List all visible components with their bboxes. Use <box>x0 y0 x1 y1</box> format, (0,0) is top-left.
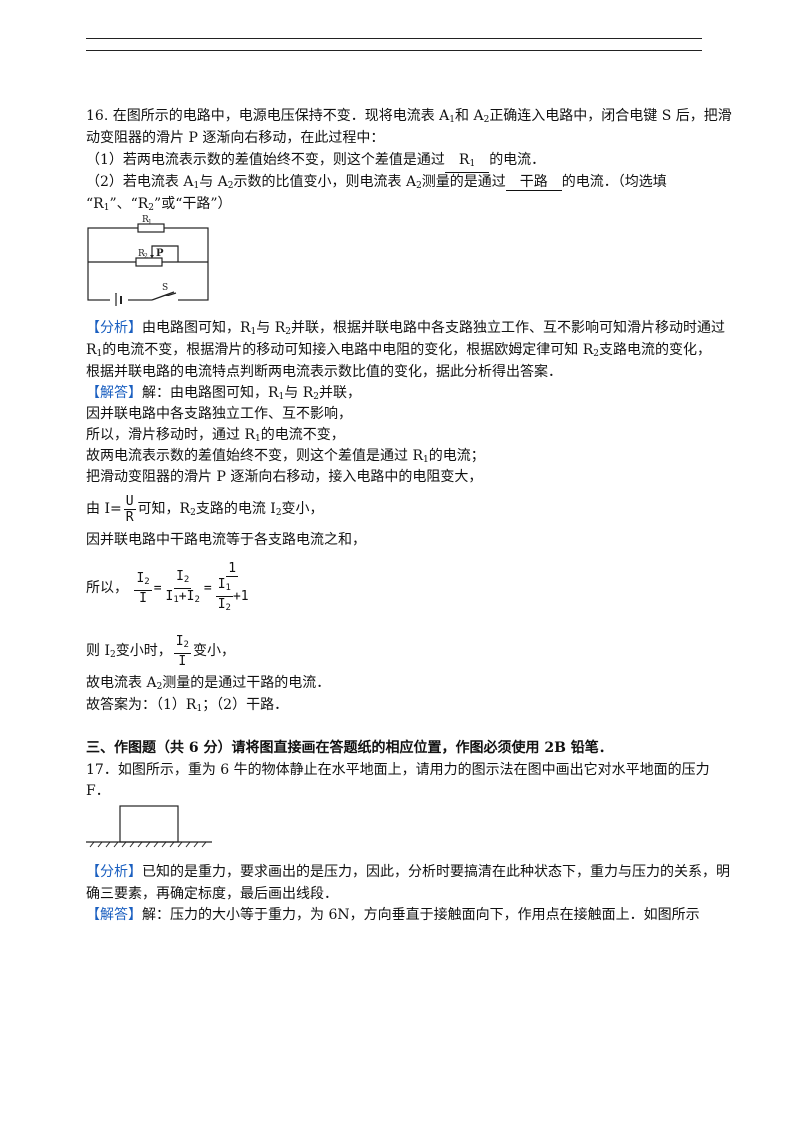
analysis-tag: 【分析】 <box>86 864 142 880</box>
block-on-ground-diagram <box>86 805 212 848</box>
svg-text:1: 1 <box>148 219 152 226</box>
answer16-line7: 因并联电路中干路电流等于各支路电流之和， <box>86 532 366 548</box>
circuit-label-r2: R <box>138 249 145 259</box>
header-rule-top <box>86 38 702 39</box>
answer-tag: 【解答】 <box>86 907 142 923</box>
answer16-line10: 故电流表 A2测量的是通过干路的电流． <box>86 675 331 692</box>
q16-line2: 动变阻器的滑片 P 逐渐向右移动，在此过程中： <box>86 130 385 146</box>
analysis17-line1: 【分析】已知的是重力，要求画出的是压力，因此，分析时要搞清在此种状态下，重力与压… <box>86 864 730 880</box>
circuit-label-r1: R <box>142 215 149 225</box>
analysis16-line3: 根据并联电路的电流特点判断两电流表示数比值的变化，据此分析得出答案． <box>86 364 562 380</box>
circuit-label-s: S <box>162 283 168 293</box>
answer16-line4: 故两电流表示数的差值始终不变，则这个差值是通过 R1的电流； <box>86 448 485 465</box>
q16-line1: 16. 在图所示的电路中，电源电压保持不变．现将电流表 A1和 A2正确连入电路… <box>86 108 732 125</box>
q16-answer2: 干路 <box>505 174 562 191</box>
answer-tag: 【解答】 <box>86 385 142 401</box>
analysis16-line2: R1的电流不变，根据滑片的移动可知接入电路中电阻的变化，根据欧姆定律可知 R2支… <box>86 342 712 359</box>
answer17-line1: 【解答】解：压力的大小等于重力，为 6N，方向垂直于接触面向下，作用点在接触面上… <box>86 907 700 923</box>
circuit-label-p: P <box>156 248 164 259</box>
q17-line1: 17．如图所示，重为 6 牛的物体静止在水平地面上，请用力的图示法在图中画出它对… <box>86 762 710 778</box>
svg-text:2: 2 <box>144 253 148 260</box>
answer16-line3: 所以，滑片移动时，通过 R1的电流不变， <box>86 427 345 444</box>
section3-heading: 三、作图题（共 6 分）请将图直接画在答题纸的相应位置，作图必须使用 2B 铅笔… <box>86 740 613 756</box>
q17-line2: F． <box>86 783 110 799</box>
q16-answer1: R1 <box>444 152 490 173</box>
q16-part2-line2: “R1”、“R2”或“干路”） <box>86 196 232 213</box>
answer16-line2: 因并联电路中各支路独立工作、互不影响， <box>86 406 352 422</box>
analysis16-line1: 【分析】由电路图可知，R1与 R2并联，根据并联电路中各支路独立工作、互不影响可… <box>86 320 726 337</box>
q16-part2: （2）若电流表 A1与 A2示数的比值变小，则电流表 A2测量的是通过干路的电流… <box>86 174 667 191</box>
header-rule-bottom <box>86 50 702 51</box>
analysis-tag: 【分析】 <box>86 320 142 336</box>
answer16-line1: 【解答】解：由电路图可知，R1与 R2并联， <box>86 385 362 402</box>
answer16-line11: 故答案为：（1）R1；（2）干路． <box>86 697 289 714</box>
analysis17-line2: 确三要素，再确定标度，最后画出线段． <box>86 886 338 902</box>
circuit-diagram: R 1 R 2 P S <box>87 215 209 306</box>
answer16-line5: 把滑动变阻器的滑片 P 逐渐向右移动，接入电路中的电阻变大， <box>86 469 483 485</box>
